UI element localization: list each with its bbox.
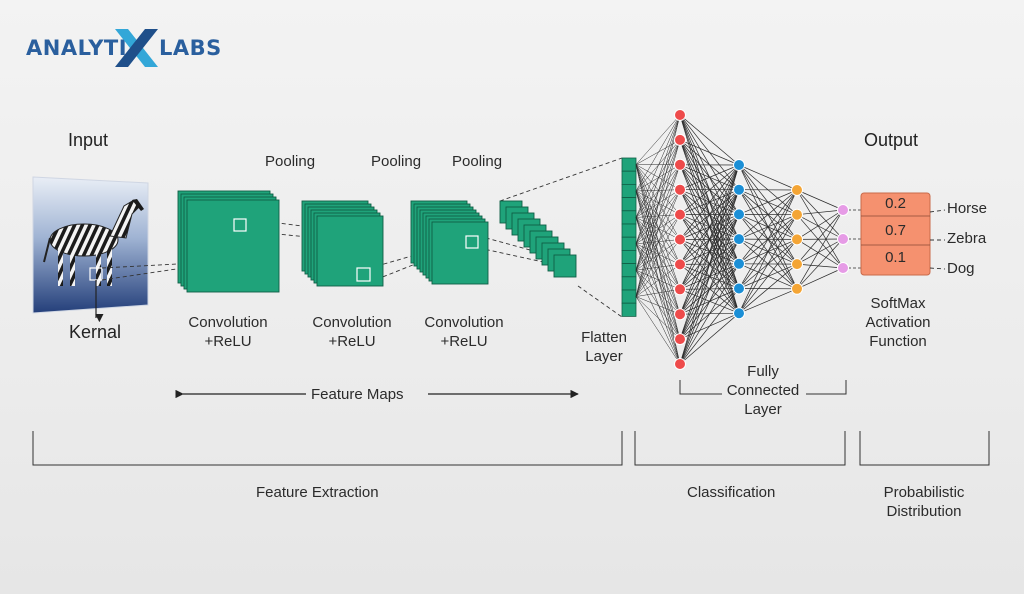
softmax-label-line2: Activation — [865, 314, 931, 331]
neuron-hidden-2 — [791, 184, 803, 196]
neuron-flat-layer — [674, 133, 686, 146]
conv-label-3: Convolution +ReLU — [418, 313, 510, 351]
output-leaders — [929, 209, 946, 270]
conv-label-3-line1: Convolution — [424, 314, 504, 331]
pooling-label-3: Pooling — [452, 153, 503, 170]
output-class-horse: Horse — [947, 200, 988, 217]
conv-label-1: Convolution +ReLU — [182, 313, 274, 351]
flatten-cell — [621, 197, 637, 212]
flatten-label-line1: Flatten — [581, 329, 627, 346]
flatten-cell — [621, 263, 637, 278]
neuron-hidden-1 — [733, 282, 745, 295]
flatten-cell — [621, 276, 637, 291]
neuron-output — [837, 204, 849, 216]
neuron-hidden-1 — [733, 233, 745, 246]
flatten-cell — [621, 210, 637, 225]
neuron-hidden-1 — [733, 159, 745, 171]
input-image — [32, 176, 149, 323]
feature-map-stack-1 — [177, 190, 280, 293]
neuron-flat-layer — [674, 109, 686, 121]
neuron-hidden-1 — [733, 257, 745, 270]
feature-map-slice — [316, 215, 384, 287]
receptive-field-markers — [233, 218, 479, 282]
flatten-cell — [621, 157, 637, 172]
softmax-label: SoftMax Activation Function — [850, 294, 946, 351]
flatten-cell — [621, 236, 637, 251]
conv-label-2-line2: +ReLU — [328, 333, 376, 350]
softmax-label-line3: Function — [869, 333, 927, 350]
output-prob-horse: 0.2 — [885, 195, 906, 212]
flatten-cell — [621, 170, 637, 185]
conv-label-1-line2: +ReLU — [204, 333, 252, 350]
neuron-flat-layer — [674, 258, 686, 271]
logo-text-right: LABS — [159, 36, 222, 60]
input-heading: Input — [68, 130, 109, 150]
feature-map-stack-3 — [410, 200, 489, 285]
conv-label-2: Convolution +ReLU — [306, 313, 398, 351]
output-prob-zebra: 0.7 — [885, 222, 906, 239]
neuron-hidden-2 — [791, 233, 803, 246]
output-class-dog: Dog — [947, 260, 975, 277]
conv-label-1-line1: Convolution — [188, 314, 268, 331]
flatten-layer — [621, 157, 637, 317]
dense-connections — [635, 114, 861, 365]
classification-bracket — [634, 431, 846, 466]
section-brackets — [32, 431, 990, 466]
pooling-label-2: Pooling — [371, 153, 422, 170]
neuron-output — [837, 262, 849, 274]
conv-label-2-line1: Convolution — [312, 314, 392, 331]
feature-map-stack-2 — [301, 200, 384, 287]
flatten-label-line2: Layer — [585, 348, 623, 365]
flatten-label: Flatten Layer — [573, 328, 635, 366]
feature-extraction-bracket — [32, 431, 623, 466]
neuron-hidden-2 — [791, 282, 803, 295]
section-probabilistic: Probabilistic Distribution — [862, 483, 986, 521]
pooling-label-1: Pooling — [265, 153, 316, 170]
flatten-cell — [621, 183, 637, 198]
neuron-hidden-1 — [733, 208, 745, 221]
neuron-output — [837, 233, 849, 245]
flatten-cell — [621, 302, 637, 317]
section-feature-extraction: Feature Extraction — [256, 484, 379, 501]
feature-map-slice — [553, 254, 577, 278]
neuron-flat-layer — [674, 233, 686, 246]
flatten-cell — [621, 249, 637, 264]
fully-connected-label-line3: Layer — [744, 401, 782, 418]
softmax-box — [860, 192, 931, 276]
neuron-flat-layer — [674, 308, 686, 321]
neuron-flat-layer — [674, 283, 686, 296]
section-classification: Classification — [687, 484, 776, 501]
kernel-label: Kernal — [69, 322, 122, 342]
feature-maps-label: Feature Maps — [311, 386, 404, 403]
conv-label-3-line2: +ReLU — [440, 333, 488, 350]
neuron-hidden-1 — [733, 307, 745, 320]
neuron-hidden-1 — [733, 183, 745, 196]
fully-connected-bracket — [679, 380, 847, 395]
neuron-flat-layer — [674, 183, 686, 196]
probabilistic-bracket — [859, 431, 990, 466]
output-class-zebra: Zebra — [947, 230, 987, 247]
fully-connected-label-line2: Connected — [726, 382, 800, 399]
feature-map-slice — [431, 221, 489, 285]
feature-map-stack-4 — [499, 200, 577, 278]
neuron-hidden-2 — [791, 208, 803, 221]
flatten-cell — [621, 289, 637, 304]
neuron-flat-layer — [674, 358, 686, 370]
section-probabilistic-line1: Probabilistic — [883, 484, 965, 501]
output-prob-dog: 0.1 — [885, 249, 906, 266]
neuron-flat-layer — [674, 208, 686, 221]
softmax-label-line1: SoftMax — [870, 295, 926, 312]
neuron-hidden-2 — [791, 258, 803, 271]
fully-connected-label-line1: Fully — [747, 363, 779, 380]
section-probabilistic-line2: Distribution — [886, 503, 962, 520]
flatten-cell — [621, 223, 637, 238]
feature-map-slice — [186, 199, 280, 293]
neuron-flat-layer — [674, 158, 686, 171]
logo-text-left: ANALYTI — [26, 36, 128, 60]
dense-neurons — [674, 109, 849, 370]
fully-connected-label: Fully Connected Layer — [718, 362, 808, 419]
neuron-flat-layer — [674, 333, 686, 346]
output-heading: Output — [864, 130, 919, 150]
